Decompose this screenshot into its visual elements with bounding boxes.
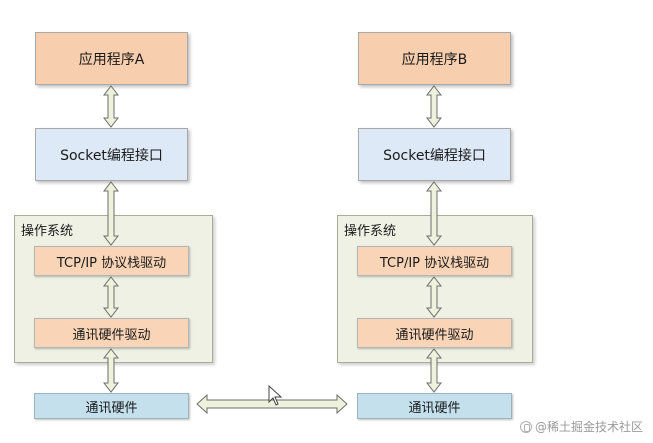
hardware-right: 通讯硬件 [357, 393, 512, 419]
socket-interface-right-label: Socket编程接口 [383, 147, 486, 164]
arrow-tcpip-driver-left [102, 276, 120, 318]
arrow-driver-hardware-left [102, 348, 120, 393]
app-b-box: 应用程序B [358, 32, 511, 85]
arrow-socket-tcpip-right [425, 181, 443, 246]
socket-interface-left: Socket编程接口 [35, 128, 188, 181]
app-a-label: 应用程序A [78, 51, 145, 68]
hardware-left: 通讯硬件 [34, 393, 189, 419]
tcpip-driver-left-label: TCP/IP 协议栈驱动 [56, 255, 167, 271]
hardware-driver-left: 通讯硬件驱动 [34, 318, 189, 348]
arrow-tcpip-driver-right [425, 276, 443, 318]
arrow-driver-hardware-right [425, 348, 443, 393]
mouse-cursor-icon [268, 384, 283, 406]
app-a-box: 应用程序A [35, 32, 188, 85]
tcpip-driver-right: TCP/IP 协议栈驱动 [357, 246, 512, 276]
hardware-driver-right-label: 通讯硬件驱动 [395, 327, 474, 343]
watermark: @稀土掘金技术社区 [519, 418, 643, 435]
app-b-label: 应用程序B [401, 51, 468, 68]
watermark-logo-icon [519, 420, 532, 433]
hardware-driver-right: 通讯硬件驱动 [357, 318, 512, 348]
os-label-left: 操作系统 [21, 224, 74, 239]
os-label-right: 操作系统 [344, 224, 397, 239]
watermark-text: @稀土掘金技术社区 [534, 420, 643, 434]
tcpip-driver-left: TCP/IP 协议栈驱动 [34, 246, 189, 276]
arrow-app-socket-left [102, 85, 120, 128]
arrow-hardware-link [196, 393, 348, 415]
socket-interface-left-label: Socket编程接口 [60, 147, 163, 164]
socket-interface-right: Socket编程接口 [358, 128, 511, 181]
hardware-left-label: 通讯硬件 [85, 400, 138, 416]
hardware-right-label: 通讯硬件 [408, 400, 461, 416]
arrow-socket-tcpip-left [102, 181, 120, 246]
hardware-driver-left-label: 通讯硬件驱动 [72, 327, 151, 343]
arrow-app-socket-right [425, 85, 443, 128]
tcpip-driver-right-label: TCP/IP 协议栈驱动 [379, 255, 490, 271]
